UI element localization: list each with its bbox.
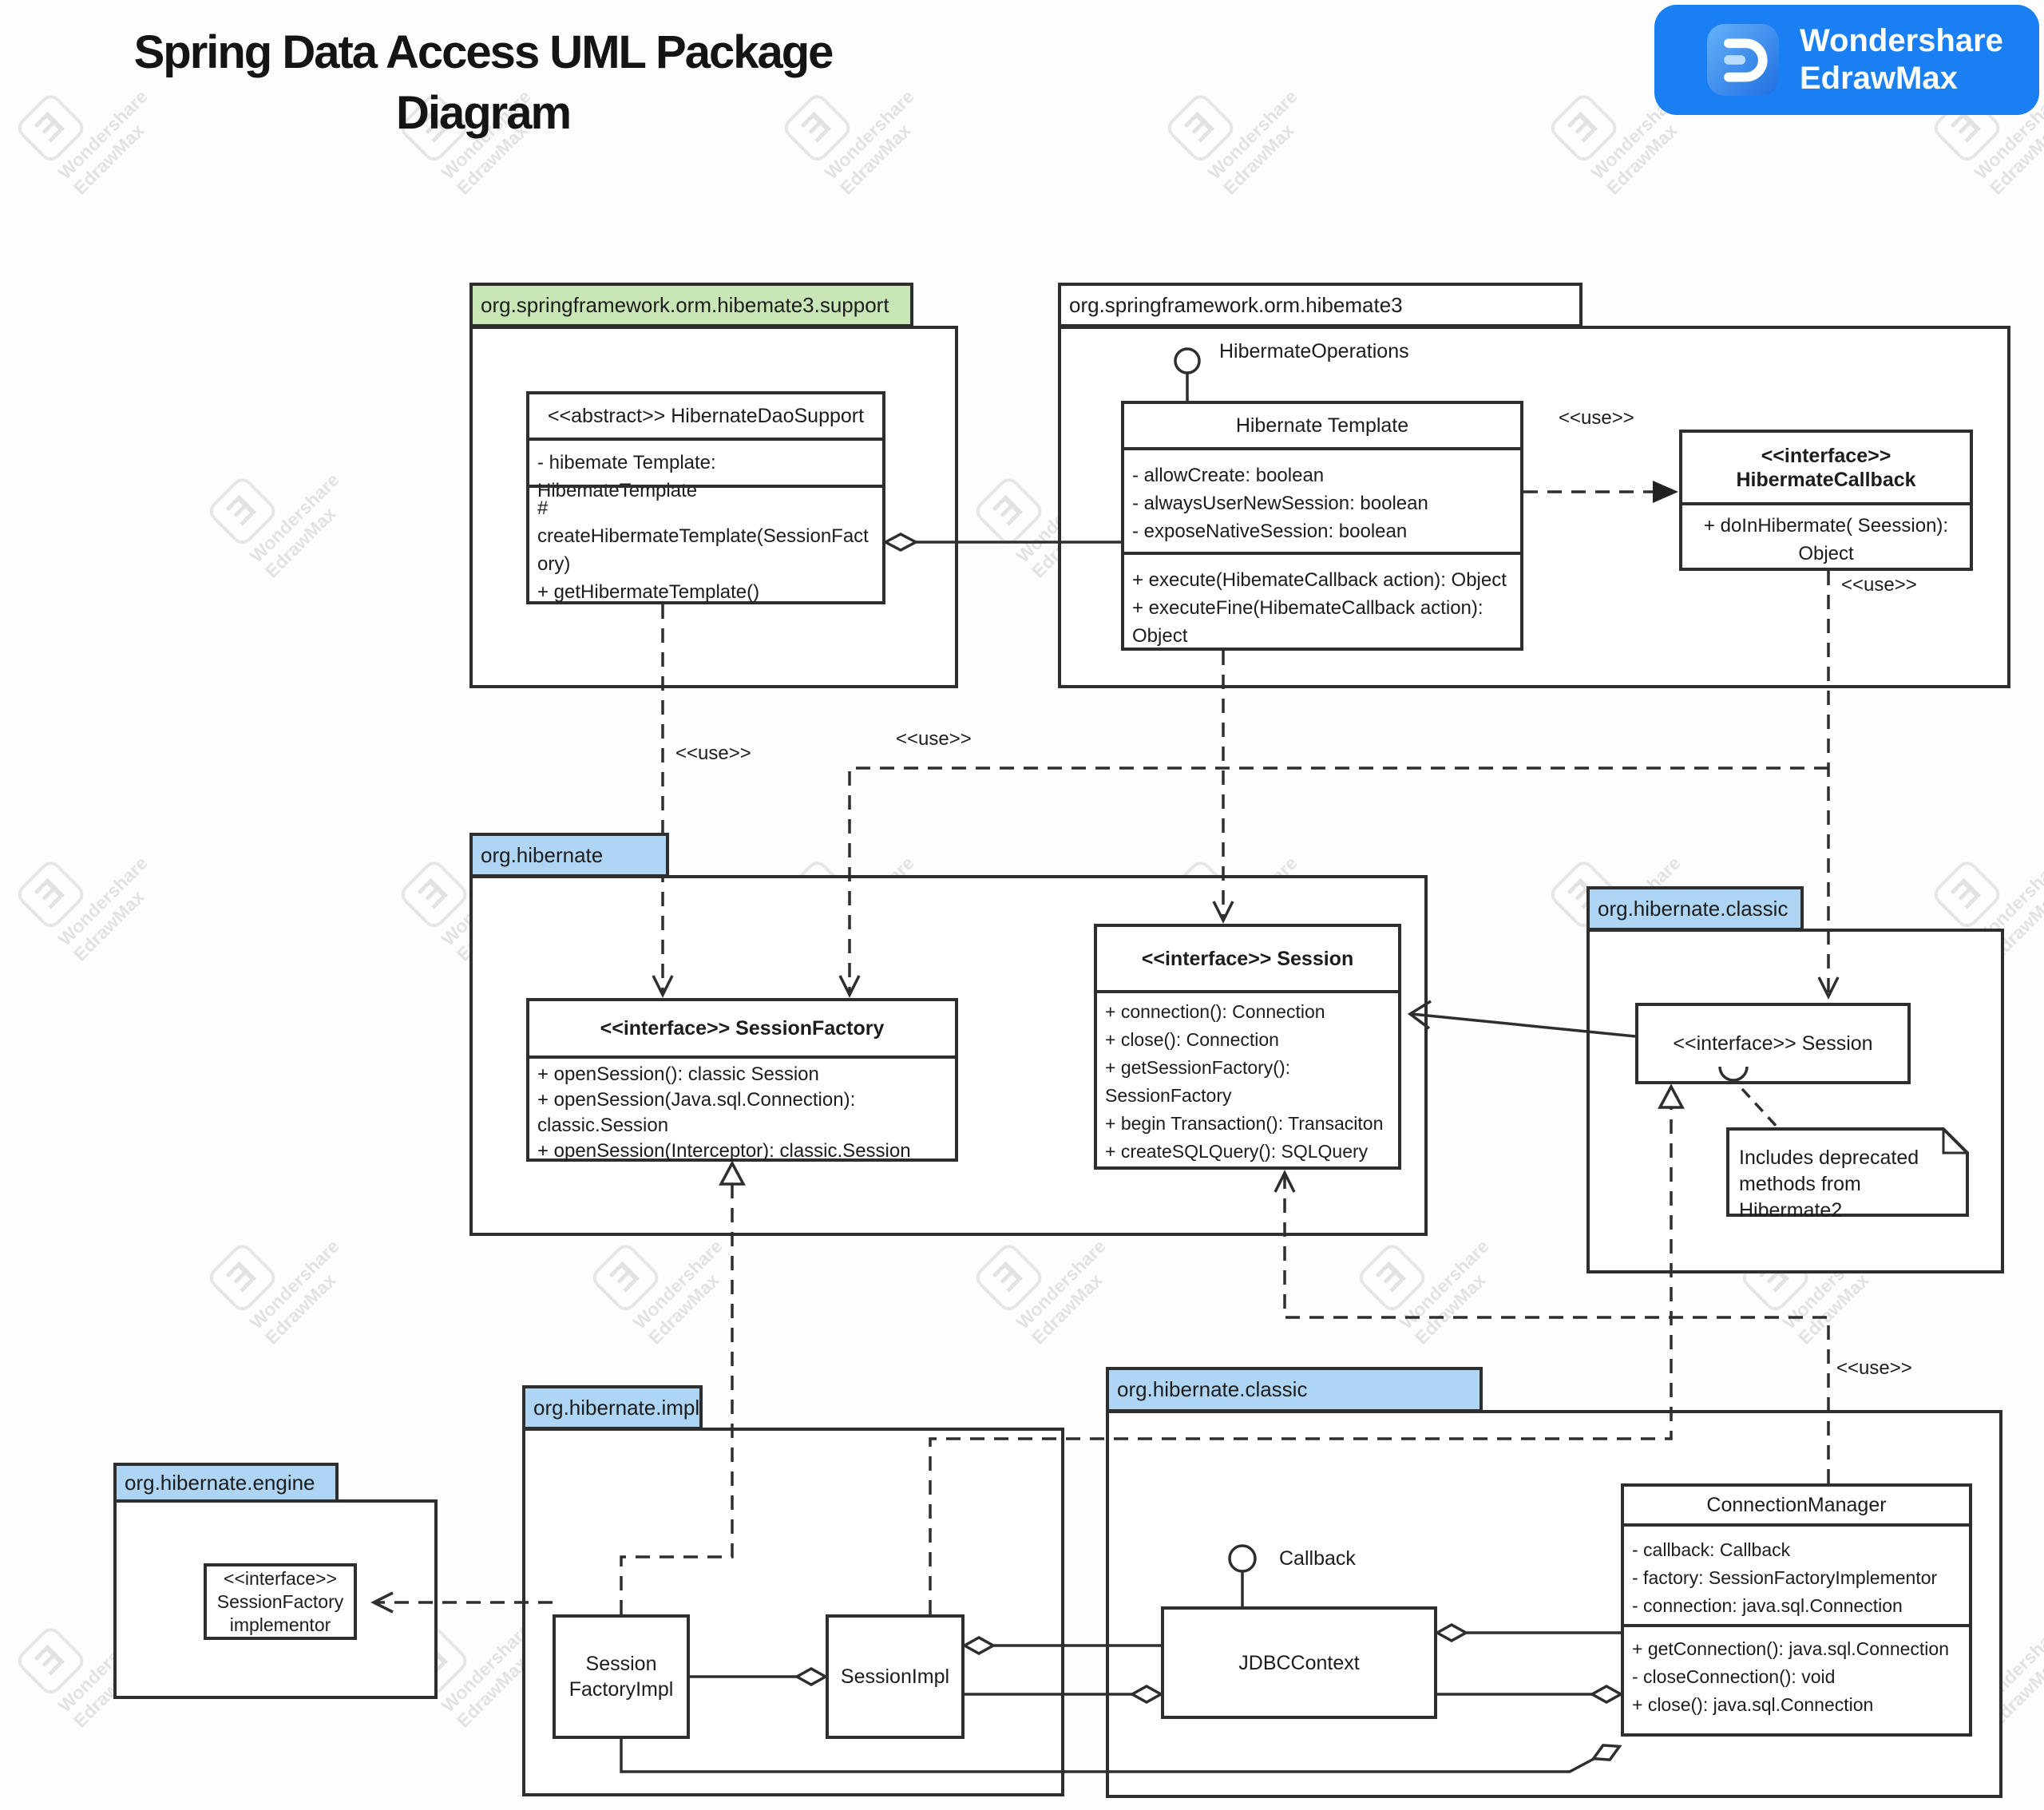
method: + createSQLQuery(): SQLQuery: [1105, 1141, 1369, 1162]
class-title: <<interface>> HibermateCallback: [1682, 433, 1970, 502]
interface-sessionfactory: <<interface>> SessionFactory + openSessi…: [526, 998, 958, 1162]
stereotype: <<interface>>: [1761, 444, 1891, 467]
package-tab-impl: org.hibernate.impl: [522, 1385, 703, 1430]
use-label-callback-down: <<use>>: [1841, 574, 1917, 596]
arrowhead-open: [1212, 901, 1234, 924]
method: + executeFine(HibemateCallback action): …: [1132, 597, 1483, 647]
class-hibernatedaosupport: <<abstract>> HibernateDaoSupport - hibem…: [526, 391, 885, 604]
method: + close(): java.sql.Connection: [1632, 1694, 1874, 1715]
package-tab-engine: org.hibernate.engine: [113, 1463, 339, 1503]
lollipop-hibermateoperations: [1174, 347, 1201, 401]
methods-compartment: + connection(): Connection + close(): Co…: [1097, 990, 1398, 1172]
class-sessionimpl: SessionImpl: [826, 1614, 965, 1739]
class-title: <<interface>> Session: [1141, 947, 1354, 970]
lollipop-callback: [1228, 1544, 1257, 1606]
methods-compartment: + doInHibermate( Seession): Object: [1682, 502, 1970, 574]
page-title: Spring Data Access UML Package Diagram: [133, 26, 834, 139]
attribute: - hibemate Template: HibemateTemplate: [537, 452, 716, 501]
lollipop-label-callback: Callback: [1279, 1547, 1356, 1570]
methods-compartment: + execute(HibemateCallback action): Obje…: [1124, 552, 1520, 656]
methods-compartment: + openSession(): classic Session + openS…: [529, 1056, 955, 1170]
brand-badge: Wondershare EdrawMax: [1654, 5, 2039, 115]
dependency-connectionmanager-session: [1283, 1174, 1830, 1483]
use-label-connectionmanager: <<use>>: [1836, 1357, 1912, 1379]
brand-line1: Wondershare: [1800, 23, 2003, 58]
method: + getSessionFactory(): SessionFactory: [1105, 1057, 1291, 1106]
arrowhead-open: [652, 975, 674, 998]
note-shape: [1726, 1127, 1969, 1217]
interface-name: HibermateCallback: [1736, 468, 1916, 491]
dependency-callback-classicsession: [848, 571, 1830, 995]
method: + begin Transaction(): Transaciton: [1105, 1113, 1384, 1134]
method: # createHibermateTemplate(SessionFactory…: [537, 497, 869, 575]
method: + connection(): Connection: [1105, 1001, 1325, 1022]
aggregation-sfimpl-connectionmanager: [620, 1739, 1622, 1773]
methods-compartment: # createHibermateTemplate(SessionFactory…: [529, 485, 882, 612]
attribute: - factory: SessionFactoryImplementor: [1632, 1567, 1938, 1588]
arrowhead-open: [838, 975, 861, 998]
arrowhead-open: [1274, 1170, 1296, 1193]
class-hibernatetemplate: Hibernate Template - allowCreate: boolea…: [1121, 401, 1523, 651]
arrowhead-open: [370, 1591, 394, 1614]
method: + close(): Connection: [1105, 1029, 1279, 1050]
class-title: ConnectionManager: [1706, 1494, 1887, 1516]
association-classicsession-session: [1407, 1000, 1636, 1038]
use-label-template-callback: <<use>>: [1559, 407, 1634, 429]
package-tab-classic-top: org.hibernate.classic: [1586, 886, 1804, 931]
arrowhead-open: [1817, 976, 1840, 1000]
method: + openSession(): classic Session: [537, 1063, 819, 1085]
method: + getConnection(): java.sql.Connection: [1632, 1638, 1949, 1659]
aggregation-daosupport-hibernatetemplate: [882, 533, 1121, 552]
interface-sessionfactoryimplementor: <<interface>> SessionFactory implementor: [204, 1563, 357, 1640]
methods-compartment: + getConnection(): java.sql.Connection -…: [1624, 1624, 1969, 1733]
realization-sessionimpl-classicsession: [929, 1108, 1673, 1614]
attribute: - allowCreate: boolean: [1132, 465, 1325, 486]
package-tab-hibernate3: org.springframework.orm.hibemate3: [1058, 283, 1583, 327]
attribute: - connection: java.sql.Connection: [1632, 1595, 1903, 1616]
aggregation-sessionimpl-jdbccontext-lower: [965, 1684, 1164, 1705]
method: + getHibermateTemplate(): [537, 581, 760, 603]
lollipop-label-hibermateoperations: HibermateOperations: [1219, 340, 1409, 362]
class-title: <<abstract>> HibernateDaoSupport: [547, 405, 865, 427]
brand-text: Wondershare EdrawMax: [1800, 22, 2003, 97]
aggregation-sessionimpl-jdbccontext-upper: [961, 1635, 1161, 1656]
arrowhead-triangle: [719, 1160, 746, 1186]
arrowhead-triangle: [1658, 1083, 1685, 1109]
class-title: Hibernate Template: [1235, 414, 1409, 437]
note-includes-deprecated: Includes deprecated methods from Hiberma…: [1739, 1147, 1919, 1222]
class-title: <<interface>> SessionFactory: [600, 1017, 885, 1040]
aggregation-jdbccontext-connectionmanager-lower: [1437, 1684, 1624, 1705]
method: + execute(HibemateCallback action): Obje…: [1132, 569, 1507, 591]
use-label-callback-sessionfactory: <<use>>: [896, 728, 972, 750]
interface-session: <<interface>> Session + connection(): Co…: [1094, 924, 1401, 1170]
package-tab-classic-bottom: org.hibernate.classic: [1106, 1367, 1483, 1412]
class-jdbccontext: JDBCContext: [1161, 1606, 1437, 1719]
edrawmax-glyph: [1724, 38, 1768, 82]
attribute: - exposeNativeSession: boolean: [1132, 521, 1408, 542]
method: + openSession(Java.sql.Connection): clas…: [537, 1089, 856, 1136]
package-tab-hibernate: org.hibernate: [469, 833, 669, 877]
aggregation-jdbccontext-connectionmanager-upper: [1434, 1622, 1621, 1643]
method: + openSession(Interceptor): classic.Sess…: [537, 1140, 911, 1162]
package-tab-support: org.springframework.orm.hibemate3.suppor…: [469, 283, 913, 327]
arrowhead-filled: [1653, 481, 1678, 503]
edrawmax-logo-icon: [1707, 24, 1779, 96]
class-connectionmanager: ConnectionManager - callback: Callback -…: [1621, 1483, 1972, 1737]
use-label-daosupport-sessionfactory: <<use>>: [675, 743, 751, 764]
attribute: - callback: Callback: [1632, 1539, 1791, 1560]
class-sessionfactoryimpl: Session FactoryImpl: [553, 1614, 690, 1739]
interface-classic-session: <<interface>> Session: [1635, 1003, 1911, 1084]
interface-hibermatecallback: <<interface>> HibermateCallback + doInHi…: [1679, 430, 1973, 571]
method: - closeConnection(): void: [1632, 1666, 1836, 1687]
attributes-compartment: - callback: Callback - factory: SessionF…: [1624, 1523, 1969, 1624]
note-link: [1741, 1087, 1781, 1131]
attributes-compartment: - hibemate Template: HibemateTemplate: [529, 438, 882, 501]
brand-line2: EdrawMax: [1800, 61, 1958, 96]
aggregation-sfimpl-sessionimpl: [690, 1666, 829, 1687]
attributes-compartment: - allowCreate: boolean - alwaysUserNewSe…: [1124, 447, 1520, 552]
method: + doInHibermate( Seession): Object: [1703, 515, 1949, 564]
attribute: - alwaysUserNewSession: boolean: [1132, 493, 1428, 514]
realization-sfimpl-sessionfactory: [620, 1185, 734, 1614]
